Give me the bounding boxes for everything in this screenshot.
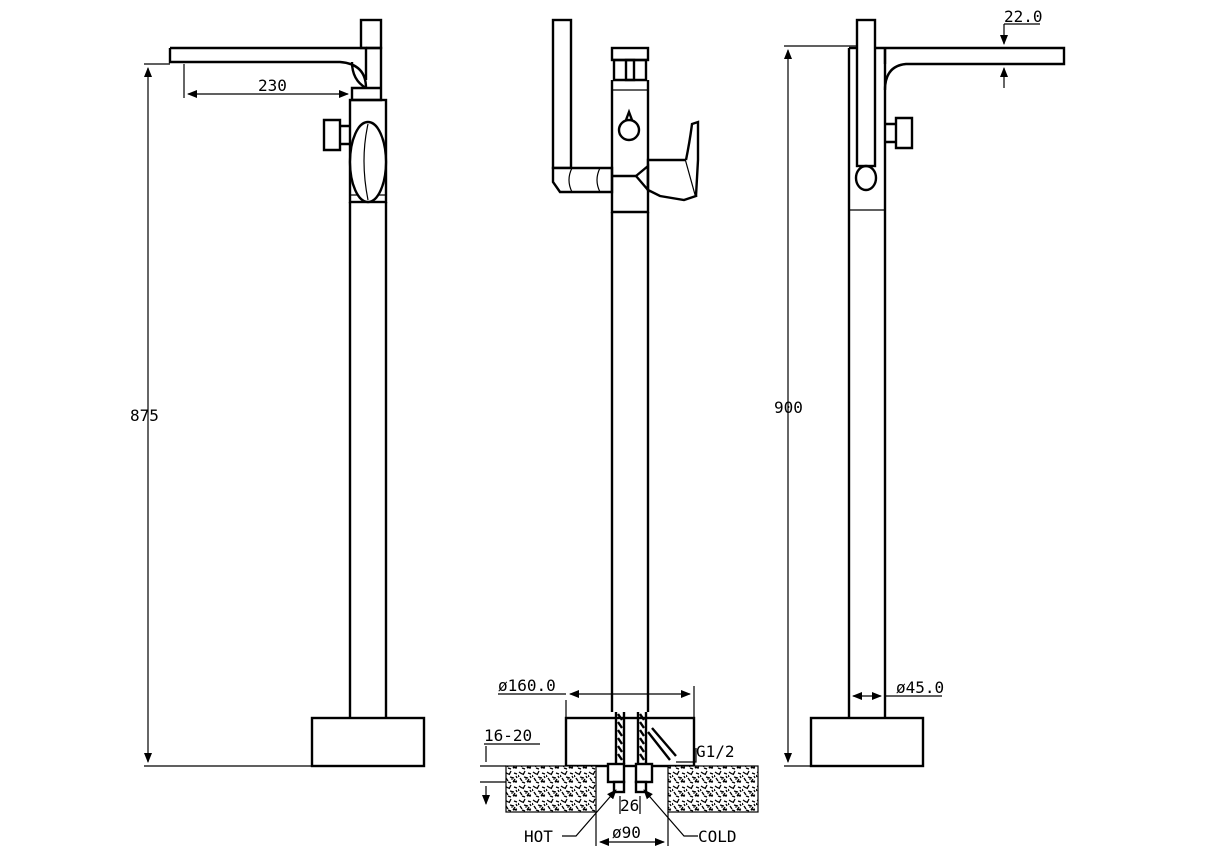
- front-depth-ext: [480, 743, 540, 783]
- hot-leader: [562, 789, 617, 837]
- rear-body-label: ø45.0: [896, 678, 944, 697]
- side-spout-curve: [350, 61, 367, 90]
- rear-base: [809, 716, 925, 768]
- front-shower-holder: [551, 166, 614, 194]
- rear-thickness-dim-top: [1004, 23, 1040, 44]
- side-column: [348, 202, 388, 718]
- side-spout-ext: [183, 64, 353, 98]
- cold-label: COLD: [698, 827, 737, 846]
- front-view: ø160.0 16-20 G1/2 26 ø90 HOT COLD: [480, 18, 759, 846]
- front-flange-label: ø160.0: [498, 676, 556, 695]
- side-top-cap: [359, 18, 383, 50]
- front-spacing-ext: [619, 796, 641, 814]
- rear-height-label: 900: [774, 398, 803, 417]
- front-lever-arm: [684, 120, 700, 197]
- side-base: [310, 716, 426, 768]
- rear-diverter-knob: [894, 116, 914, 150]
- side-height-label: 875: [130, 406, 159, 425]
- front-spacing-label: 26: [620, 796, 639, 815]
- front-angled-pipe: [647, 727, 677, 761]
- front-inlet-label: ø90: [612, 823, 641, 842]
- side-view: 875 230: [130, 18, 426, 768]
- rear-spout-curve: [883, 62, 1060, 91]
- front-fitting-left: [606, 762, 626, 784]
- rear-spout: [875, 46, 1066, 66]
- front-floor-left: [505, 765, 597, 813]
- rear-body: [847, 48, 887, 718]
- front-flange-ext: [565, 686, 695, 718]
- front-hand-shower: [551, 18, 573, 170]
- side-handle: [348, 120, 388, 204]
- rear-view: 900 22.0 ø45.0: [774, 7, 1066, 768]
- front-column: [610, 212, 650, 712]
- front-hose-left: [614, 712, 626, 764]
- front-thread-label: G1/2: [696, 742, 735, 761]
- front-depth-label: 16-20: [484, 726, 532, 745]
- hot-label: HOT: [524, 827, 553, 846]
- side-diverter-knob: [322, 118, 342, 152]
- front-top-outlet: [610, 46, 650, 62]
- cold-leader: [643, 789, 698, 837]
- front-outlet-slot: [624, 58, 636, 82]
- front-outlet-block: [612, 58, 648, 82]
- rear-thickness-label: 22.0: [1004, 7, 1043, 26]
- front-thread-leader: [676, 748, 697, 763]
- rear-shower-holder: [854, 164, 878, 192]
- front-floor-right: [667, 765, 759, 813]
- front-hose-right: [636, 712, 648, 764]
- front-flange: [564, 716, 696, 768]
- side-spout-label: 230: [258, 76, 287, 95]
- front-fitting-right: [634, 762, 654, 784]
- rear-hand-shower: [855, 18, 877, 168]
- front-keyhole: [617, 118, 641, 142]
- side-handle-ridge: [363, 123, 369, 201]
- front-valve-body: [610, 80, 650, 214]
